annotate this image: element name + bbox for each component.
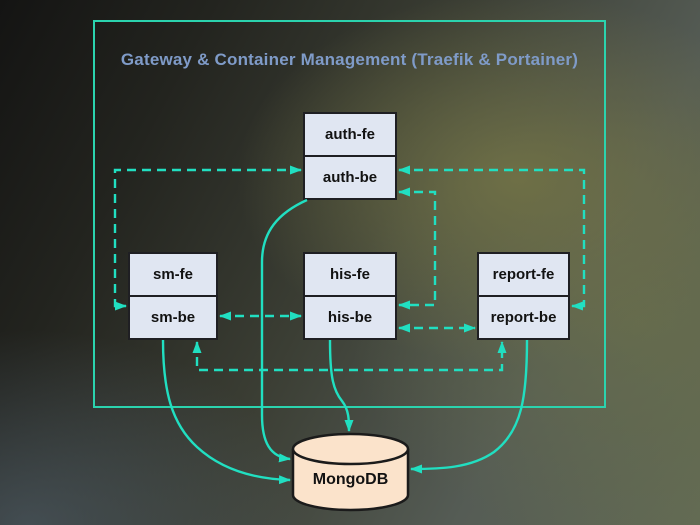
gateway-title: Gateway & Container Management (Traefik … [120, 50, 579, 69]
node-stack-report: report-fe report-be [477, 252, 570, 340]
node-sm-fe: sm-fe [128, 252, 218, 297]
node-stack-his: his-fe his-be [303, 252, 397, 340]
node-report-be: report-be [477, 295, 570, 340]
gateway-container-box: Gateway & Container Management (Traefik … [93, 20, 606, 408]
node-auth-be: auth-be [303, 155, 397, 200]
node-report-fe: report-fe [477, 252, 570, 297]
mongodb-label: MongoDB [312, 471, 389, 488]
node-his-be: his-be [303, 295, 397, 340]
node-auth-fe: auth-fe [303, 112, 397, 157]
node-sm-be: sm-be [128, 295, 218, 340]
node-stack-sm: sm-fe sm-be [128, 252, 218, 340]
node-stack-auth: auth-fe auth-be [303, 112, 397, 200]
node-his-fe: his-fe [303, 252, 397, 297]
